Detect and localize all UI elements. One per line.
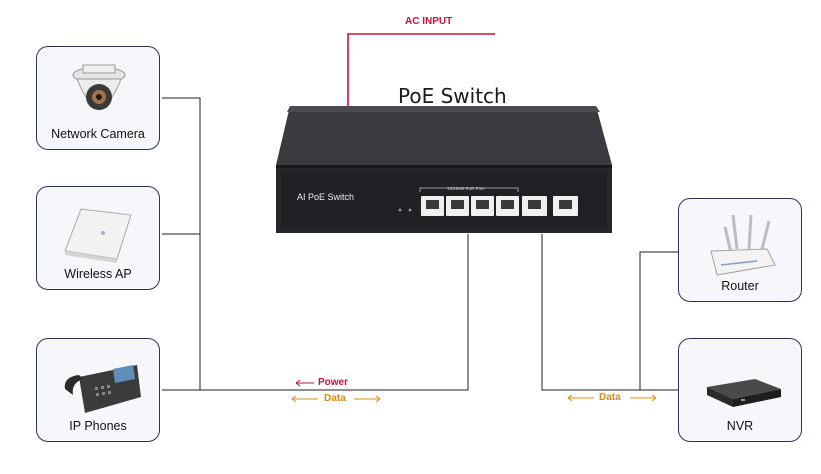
router-card: Router: [678, 198, 802, 302]
power-led: [398, 208, 402, 212]
ip-phones-card: IP Phones: [36, 338, 160, 442]
network-camera-icon: [72, 64, 126, 110]
nvr-card: NVR: [678, 338, 802, 442]
wire-router: [639, 251, 678, 390]
wire-nvr: [541, 234, 678, 391]
diagram-title: PoE Switch: [398, 84, 507, 108]
router-label: Router: [721, 279, 759, 293]
ports-caption: 10/100M PoE Port: [447, 186, 485, 191]
link-led: [408, 208, 412, 212]
nvr-icon: [707, 379, 781, 407]
data-arrow-right: [567, 394, 657, 402]
wire-phones: [162, 234, 469, 391]
wireless-ap-icon: [64, 208, 132, 263]
data-arrow-left: [291, 395, 381, 403]
power-flow-label: Power: [318, 377, 349, 388]
network-camera-card: Network Camera: [36, 46, 160, 150]
wireless-ap-label: Wireless AP: [64, 267, 132, 281]
poe-switch: AI PoE Switch 10/100M PoE Port: [276, 106, 612, 233]
wire-camera: [162, 97, 201, 390]
wireless-ap-card: Wireless AP: [36, 186, 160, 290]
ac-input-line: [347, 33, 495, 106]
data-flow-label-right: Data: [599, 392, 621, 403]
ip-phone-icon: [64, 365, 141, 413]
ip-phones-label: IP Phones: [69, 419, 127, 433]
data-flow-label-left: Data: [324, 393, 346, 404]
power-arrow: [295, 379, 314, 387]
switch-brand-label: AI PoE Switch: [297, 192, 354, 202]
nvr-label: NVR: [726, 419, 754, 433]
router-icon: [710, 214, 776, 276]
ac-input-label: AC INPUT: [405, 16, 453, 27]
network-camera-label: Network Camera: [51, 127, 145, 141]
